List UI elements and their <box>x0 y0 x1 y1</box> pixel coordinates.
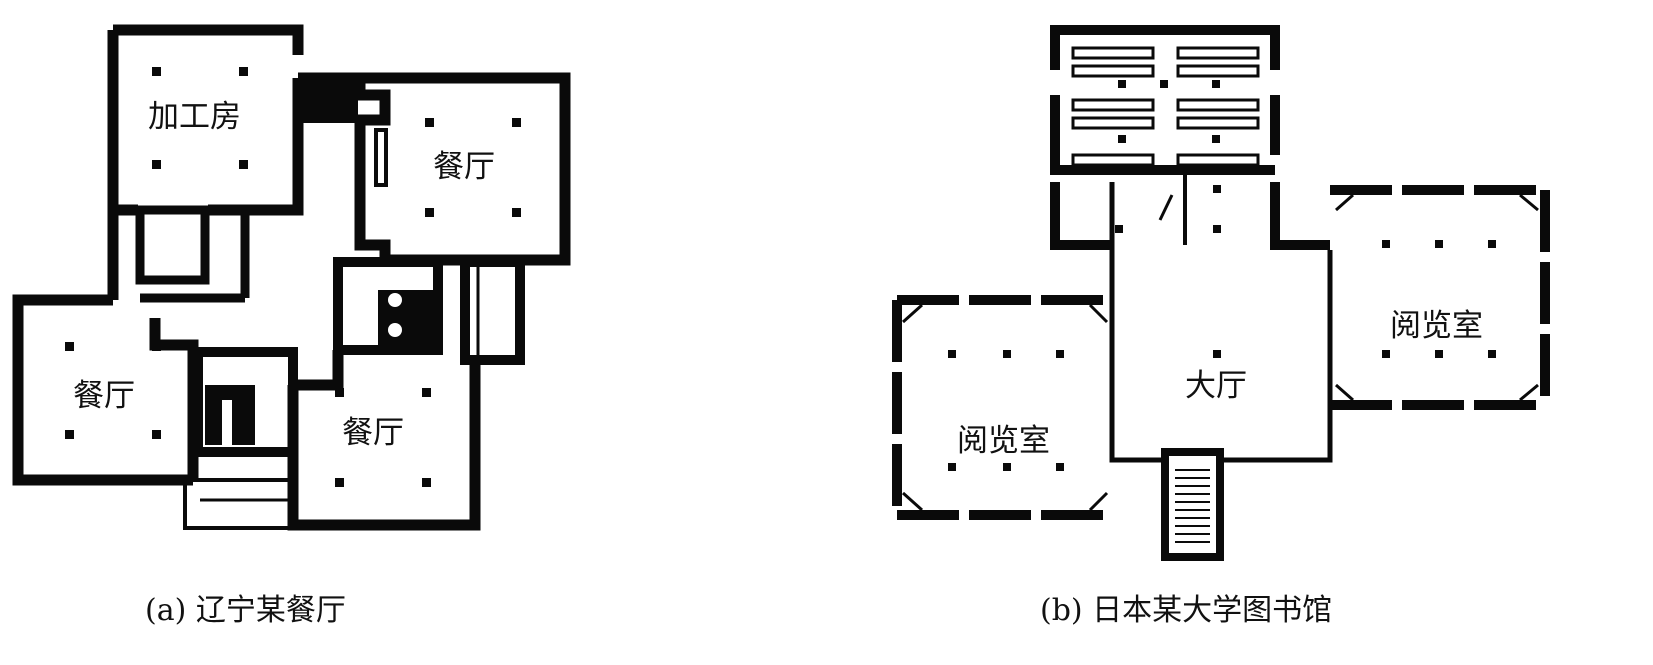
column <box>152 67 161 76</box>
column <box>425 118 434 127</box>
strip-a-right <box>460 257 525 365</box>
stair-a1-gap <box>222 400 232 445</box>
shelf <box>1071 98 1155 112</box>
column <box>1488 350 1496 358</box>
columns-a <box>65 67 521 487</box>
dining-bottom-walls <box>287 350 481 531</box>
service-box-a2-fill <box>378 290 436 345</box>
entrance-a <box>183 478 292 530</box>
column <box>1213 185 1221 193</box>
column <box>1003 350 1011 358</box>
columns-b <box>948 80 1496 471</box>
column <box>335 388 344 397</box>
column <box>422 478 431 487</box>
shelf <box>1071 153 1155 167</box>
column <box>65 342 74 351</box>
column <box>152 160 161 169</box>
column <box>1056 350 1064 358</box>
caption-a: (a) 辽宁某餐厅 <box>145 593 346 628</box>
shelf <box>1176 46 1260 60</box>
shelf <box>1176 64 1260 78</box>
service-box-a2-circle-2 <box>388 323 402 337</box>
dining-top-walls <box>298 72 571 266</box>
column <box>1382 350 1390 358</box>
column <box>1160 80 1168 88</box>
label-main-hall: 大厅 <box>1185 368 1247 404</box>
column <box>1003 463 1011 471</box>
plan-a-restaurant: 加工房 餐厅 餐厅 餐厅 <box>12 24 571 531</box>
shelf <box>1071 64 1155 78</box>
column <box>1435 350 1443 358</box>
column <box>948 463 956 471</box>
label-dining-top: 餐厅 <box>433 149 495 185</box>
reading-room-left-corners <box>901 303 1109 512</box>
column <box>1212 80 1220 88</box>
column <box>1118 135 1126 143</box>
column <box>239 160 248 169</box>
column <box>948 350 956 358</box>
service-block-a1 <box>300 78 358 123</box>
reading-room-right-walls <box>1330 185 1550 410</box>
column <box>1213 225 1221 233</box>
column <box>1382 240 1390 248</box>
label-dining-bottom: 餐厅 <box>342 415 404 451</box>
column <box>1118 80 1126 88</box>
column <box>1435 240 1443 248</box>
stack-room-door <box>1158 194 1174 221</box>
shelf <box>1176 98 1260 112</box>
plan-b-library: 大厅 阅览室 阅览室 <box>892 25 1550 561</box>
column <box>152 342 161 351</box>
shelf <box>1176 116 1260 130</box>
main-hall-walls <box>1109 245 1333 463</box>
service-box-a2-circle-1 <box>388 293 402 307</box>
column <box>422 388 431 397</box>
column <box>1488 240 1496 248</box>
stair-b <box>1161 448 1224 561</box>
column <box>1056 463 1064 471</box>
corridor-walls-upper <box>140 210 250 303</box>
column <box>65 430 74 439</box>
processing-room-walls <box>113 24 304 216</box>
label-reading-room-left: 阅览室 <box>957 423 1050 459</box>
book-shelves <box>1071 46 1260 167</box>
label-processing-room: 加工房 <box>148 99 241 135</box>
vertical-shaft-a1 <box>135 205 210 285</box>
reading-room-left-walls <box>892 295 1112 520</box>
shelf <box>1176 153 1260 167</box>
shelf <box>1071 116 1155 130</box>
caption-b: (b) 日本某大学图书馆 <box>1040 593 1332 628</box>
column <box>239 67 248 76</box>
column <box>335 478 344 487</box>
service-window-a1 <box>374 128 388 187</box>
reading-room-right-corners <box>1335 193 1539 402</box>
label-reading-room-right: 阅览室 <box>1390 308 1483 344</box>
column <box>1213 350 1221 358</box>
column <box>512 118 521 127</box>
service-box-a2 <box>333 257 443 355</box>
column <box>1212 135 1220 143</box>
column <box>1115 225 1123 233</box>
column <box>512 208 521 217</box>
shelf <box>1071 46 1155 60</box>
stair-b-treads <box>1175 469 1210 543</box>
stack-room-lower <box>1050 182 1330 250</box>
stack-room-walls <box>1050 25 1280 175</box>
label-dining-left: 餐厅 <box>73 378 135 414</box>
column <box>425 208 434 217</box>
column <box>152 430 161 439</box>
